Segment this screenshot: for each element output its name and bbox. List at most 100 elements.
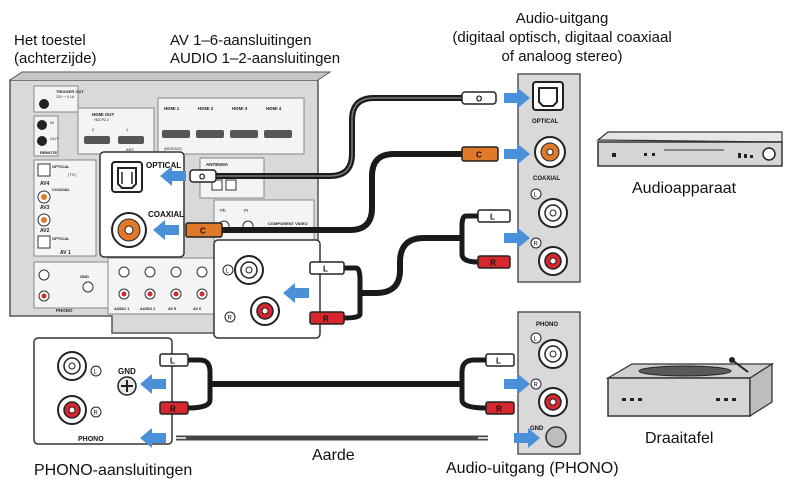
caption-device-back-line1: Het toestel	[14, 32, 86, 50]
source-output-panel: OPTICAL COAXIAL L R	[518, 74, 580, 282]
left-plug-phono-receiver: L	[160, 354, 188, 366]
left-plug-receiver: L	[310, 262, 344, 274]
caption-device-back-line2: (achterzijde)	[14, 50, 97, 68]
caption-phono-jacks: PHONO-aansluitingen	[34, 462, 192, 480]
rca-jack-icon	[539, 247, 567, 275]
gnd-label: GND	[118, 367, 136, 376]
caption-av-jacks-line1: AV 1–6-aansluitingen	[170, 32, 312, 50]
rca-jack-icon	[58, 396, 86, 424]
remote-jacks: IN OUT REMOTE	[34, 116, 59, 156]
svg-text:Pb: Pb	[220, 208, 226, 213]
svg-text:R: R	[228, 316, 233, 322]
analog-audio-block: AUDIO 1 AUDIO 2 AV 5 AV 6	[108, 258, 218, 314]
svg-text:AUDIO 1: AUDIO 1	[114, 307, 129, 311]
svg-text:OPTICAL: OPTICAL	[52, 164, 70, 169]
panel-label: TRIGGER OUT	[56, 89, 84, 94]
svg-text:PHONO: PHONO	[536, 322, 558, 328]
ground-screw-icon	[118, 377, 136, 395]
turntable-icon	[608, 357, 772, 416]
svg-text:L: L	[170, 357, 175, 366]
right-plug-phono-receiver: R	[160, 402, 188, 414]
svg-text:O: O	[199, 173, 205, 182]
rca-jack-icon	[539, 388, 567, 416]
rca-jack-icon	[58, 352, 86, 380]
svg-text:AV2: AV2	[40, 228, 50, 234]
svg-text:HDMI 1: HDMI 1	[164, 106, 180, 111]
caption-audio-out-line3: of analoog stereo)	[502, 48, 623, 66]
svg-text:COAXIAL: COAXIAL	[52, 187, 71, 192]
coaxial-jack-icon	[535, 137, 565, 167]
svg-text:OPTICAL: OPTICAL	[532, 119, 559, 125]
optical-jack-icon	[533, 82, 563, 110]
caption-audio-out-line1: Audio-uitgang	[516, 10, 609, 28]
right-plug-source: R	[478, 256, 510, 268]
svg-text:HDMI 2: HDMI 2	[198, 106, 214, 111]
svg-text:R: R	[323, 315, 329, 324]
svg-text:O: O	[476, 95, 482, 104]
optical-jack-icon	[112, 162, 142, 192]
svg-text:OPTICAL: OPTICAL	[52, 236, 70, 241]
svg-text:REMOTE: REMOTE	[40, 150, 57, 155]
rca-jack-icon	[251, 297, 279, 325]
svg-text:R: R	[496, 405, 502, 414]
svg-text:R: R	[534, 383, 539, 389]
svg-text:OUT: OUT	[50, 136, 59, 141]
svg-text:C: C	[476, 151, 482, 160]
svg-text:HDCP2.2: HDCP2.2	[94, 118, 109, 122]
optical-plug-receiver: O	[190, 170, 216, 182]
svg-text:AV3: AV3	[40, 205, 50, 211]
svg-text:(BD/DVD): (BD/DVD)	[164, 146, 182, 151]
svg-text:ANTENNA: ANTENNA	[206, 162, 229, 167]
svg-text:GND: GND	[80, 274, 89, 279]
caption-turntable: Draaitafel	[645, 430, 713, 448]
svg-text:Pr: Pr	[244, 208, 249, 213]
left-plug-phono-source: L	[486, 354, 514, 366]
coaxial-plug-receiver: C	[186, 223, 222, 237]
svg-text:AV 5: AV 5	[168, 307, 176, 311]
rca-jack-icon	[539, 340, 567, 368]
svg-text:(TV): (TV)	[68, 172, 76, 177]
analog-cable	[344, 216, 478, 318]
svg-text:COMPONENT VIDEO: COMPONENT VIDEO	[268, 221, 308, 226]
right-plug-receiver: R	[310, 312, 344, 324]
svg-text:AV 1: AV 1	[60, 250, 71, 256]
svg-text:HDMI 3: HDMI 3	[232, 106, 248, 111]
svg-text:L: L	[496, 357, 501, 366]
trigger-out-jack: TRIGGER OUT 12V ⎓ 0.1A	[34, 86, 84, 112]
svg-text:R: R	[534, 242, 539, 248]
svg-text:R: R	[490, 259, 496, 268]
hdmi-out-block: HDMI OUT HDCP2.2 2 1 ARC	[78, 108, 154, 154]
svg-text:AV4: AV4	[40, 181, 50, 187]
rca-jack-icon	[539, 199, 567, 227]
coaxial-jack-icon	[112, 213, 146, 247]
svg-text:COAXIAL: COAXIAL	[533, 176, 560, 182]
coaxial-label: COAXIAL	[148, 210, 184, 219]
svg-text:L: L	[490, 213, 495, 222]
svg-text:GND: GND	[530, 426, 544, 432]
phono-block-small: GND PHONO	[34, 262, 110, 313]
right-plug-phono-source: R	[486, 402, 514, 414]
svg-text:PHONO: PHONO	[56, 308, 73, 313]
caption-audio-out-line2: (digitaal optisch, digitaal coaxiaal	[452, 29, 671, 47]
caption-audio-device: Audioapparaat	[632, 180, 736, 198]
rca-jack-icon	[235, 256, 263, 284]
svg-text:HDMI 4: HDMI 4	[266, 106, 282, 111]
svg-text:12V ⎓ 0.1A: 12V ⎓ 0.1A	[56, 95, 75, 99]
cd-player-icon	[598, 132, 782, 166]
svg-text:L: L	[323, 265, 328, 274]
left-plug-source: L	[478, 210, 510, 222]
caption-ground: Aarde	[312, 447, 355, 465]
svg-text:AV 6: AV 6	[193, 307, 201, 311]
caption-av-jacks-line2: AUDIO 1–2-aansluitingen	[170, 50, 340, 68]
phono-cable	[188, 360, 486, 408]
optical-label: OPTICAL	[146, 161, 181, 170]
optical-plug-source: O	[462, 92, 496, 104]
svg-text:C: C	[200, 227, 206, 236]
svg-text:R: R	[94, 411, 99, 417]
caption-audio-out-phono: Audio-uitgang (PHONO)	[446, 460, 619, 478]
svg-text:HDMI OUT: HDMI OUT	[92, 112, 114, 117]
svg-text:R: R	[170, 405, 176, 414]
hdmi-in-block: HDMI 1 HDMI 2 HDMI 3 HDMI 4 (BD/DVD)	[158, 98, 304, 154]
coaxial-plug-source: C	[462, 147, 498, 161]
